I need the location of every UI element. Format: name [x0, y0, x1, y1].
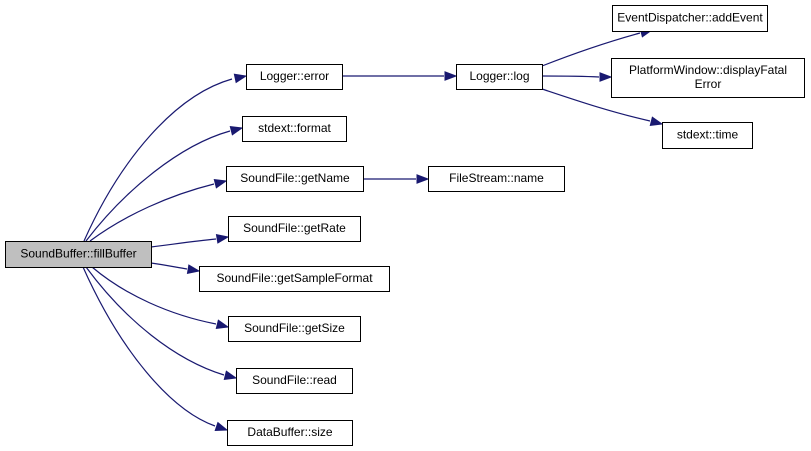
nodes-layer: SoundBuffer::fillBuffer Logger::errorstde…	[5, 5, 805, 446]
edge-logger_log-to-displayfatal	[541, 72, 613, 82]
node-addevent[interactable]: EventDispatcher::addEvent	[612, 5, 768, 32]
edge-root-to-getsize	[91, 266, 230, 329]
arrowhead-icon	[215, 234, 230, 244]
node-label: Logger::error	[260, 69, 329, 83]
edge-line	[83, 78, 233, 242]
node-label: DataBuffer::size	[247, 425, 332, 439]
node-box[interactable]	[199, 266, 390, 292]
node-stdext-time[interactable]: stdext::time	[662, 122, 753, 149]
edge-root-to-logger_error	[83, 73, 248, 242]
node-label: FileStream::name	[449, 171, 544, 185]
node-label: SoundFile::getSize	[244, 321, 345, 335]
node-label: Error	[695, 77, 722, 91]
node-box[interactable]	[246, 64, 343, 90]
node-box[interactable]	[227, 420, 353, 446]
node-box[interactable]	[226, 166, 364, 192]
edge-getname-to-filestream_name	[363, 174, 430, 184]
arrowhead-icon	[444, 71, 458, 81]
node-label: SoundFile::getRate	[243, 221, 346, 235]
arrowhead-icon	[223, 370, 238, 380]
node-read[interactable]: SoundFile::read	[236, 368, 353, 394]
edge-line	[541, 75, 600, 78]
node-label: SoundFile::getSampleFormat	[216, 271, 373, 285]
edge-line	[89, 183, 215, 242]
edge-root-to-getsampleformat	[150, 262, 201, 274]
arrowhead-icon	[213, 179, 228, 189]
node-box[interactable]	[228, 316, 361, 342]
edge-logger_error-to-logger_log	[341, 71, 458, 81]
node-filestream-name[interactable]: FileStream::name	[428, 166, 565, 192]
arrowhead-icon	[186, 264, 201, 274]
node-label: EventDispatcher::addEvent	[617, 11, 763, 25]
edge-line	[91, 266, 217, 325]
arrowhead-icon	[214, 421, 229, 432]
node-box[interactable]	[612, 5, 768, 32]
node-getrate[interactable]: SoundFile::getRate	[228, 216, 361, 242]
edge-logger_log-to-stdext_time	[541, 88, 664, 126]
edge-root-to-read	[85, 266, 238, 380]
node-box[interactable]	[242, 116, 347, 142]
node-getsampleformat[interactable]: SoundFile::getSampleFormat	[199, 266, 390, 292]
node-label: SoundBuffer::fillBuffer	[20, 247, 136, 261]
edge-root-to-getname	[89, 179, 228, 242]
edges-layer	[82, 28, 664, 432]
node-stdext-format[interactable]: stdext::format	[242, 116, 347, 142]
node-label: Logger::log	[469, 69, 529, 83]
edge-root-to-stdext_format	[85, 126, 244, 242]
node-box[interactable]	[662, 122, 753, 149]
node-label: stdext::format	[258, 121, 331, 135]
node-box[interactable]	[228, 216, 361, 242]
node-logger-log[interactable]: Logger::log	[456, 64, 543, 90]
node-getname[interactable]: SoundFile::getName	[226, 166, 364, 192]
arrowhead-icon	[649, 116, 664, 126]
arrowhead-icon	[416, 174, 430, 184]
edge-line	[150, 262, 188, 270]
arrowhead-icon	[215, 319, 230, 329]
edge-line	[82, 266, 216, 427]
edge-root-to-getrate	[150, 234, 230, 248]
node-logger-error[interactable]: Logger::error	[246, 64, 343, 90]
node-box[interactable]	[5, 241, 152, 268]
node-box[interactable]	[236, 368, 353, 394]
node-box[interactable]	[456, 64, 543, 90]
node-databuffer-size[interactable]: DataBuffer::size	[227, 420, 353, 446]
node-box[interactable]	[611, 58, 805, 98]
node-root[interactable]: SoundBuffer::fillBuffer	[5, 241, 152, 268]
node-label: PlatformWindow::displayFatal	[629, 63, 787, 77]
edge-root-to-databuffer_size	[82, 266, 229, 432]
node-getsize[interactable]: SoundFile::getSize	[228, 316, 361, 342]
arrowhead-icon	[229, 126, 244, 136]
edge-line	[541, 88, 651, 122]
arrowhead-icon	[233, 73, 248, 84]
node-label: stdext::time	[677, 128, 739, 142]
edge-line	[85, 266, 225, 376]
node-label: SoundFile::read	[252, 373, 337, 387]
node-label: SoundFile::getName	[240, 171, 350, 185]
arrowhead-icon	[599, 72, 613, 82]
node-box[interactable]	[428, 166, 565, 192]
edge-line	[150, 238, 217, 248]
edge-line	[541, 32, 641, 67]
edge-line	[85, 130, 231, 242]
